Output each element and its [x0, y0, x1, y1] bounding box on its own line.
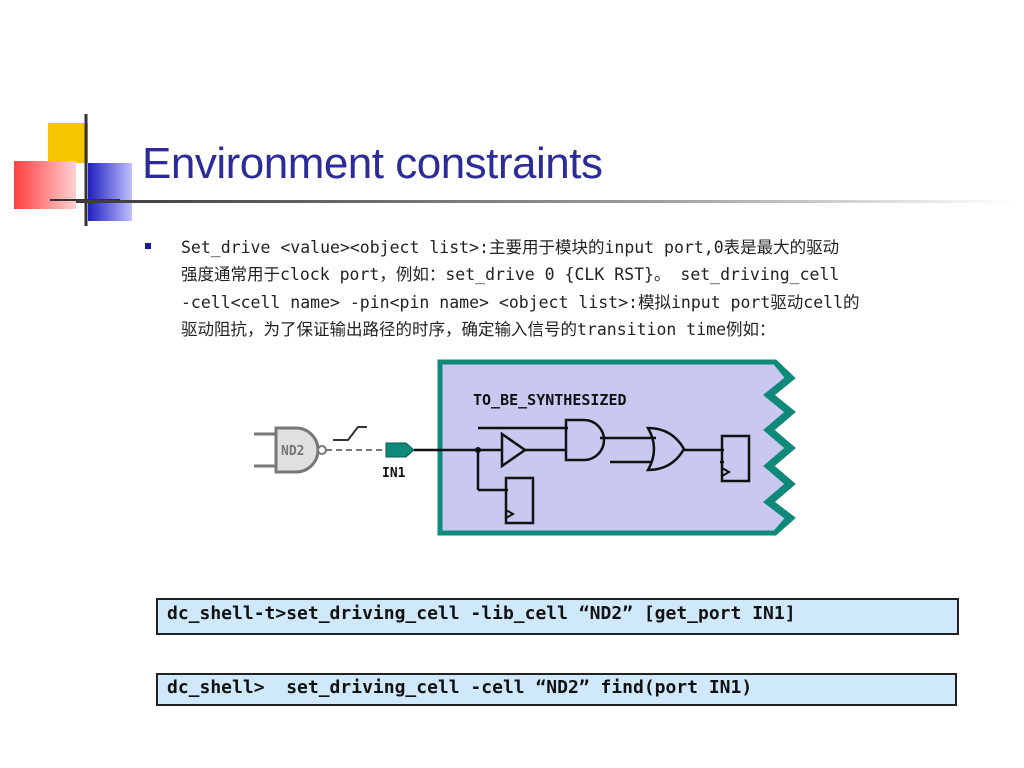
buffer-gate: [500, 431, 528, 469]
bullet-text: Set_drive <value><object list>:主要用于模块的in…: [181, 234, 996, 343]
or-gate: [645, 426, 686, 472]
flip-flop-lower: [504, 476, 535, 525]
nd2-bubble: [317, 445, 327, 455]
command-box-dc-shell-t: dc_shell-t>set_driving_cell -lib_cell “N…: [156, 598, 959, 635]
bullet-line: 强度通常用于clock port，例如：set_drive 0 {CLK RST…: [181, 265, 840, 285]
bullet-line: -cell<cell name> -pin<pin name> <object …: [181, 292, 860, 312]
page-title: Environment constraints: [142, 139, 603, 188]
blue-square: [88, 163, 132, 221]
wire-junction: [475, 447, 481, 453]
bullet-marker: [145, 243, 151, 249]
module-label: TO_BE_SYNTHESIZED: [473, 391, 627, 409]
nd2-label: ND2: [281, 444, 304, 459]
zigzag-edge: [767, 360, 796, 535]
in1-label: IN1: [382, 466, 406, 481]
yellow-square: [48, 123, 88, 163]
and-gate: [564, 418, 606, 462]
in1-port: [385, 442, 415, 458]
title-underline: [76, 200, 1016, 203]
bullet-line: 驱动阻抗，为了保证输出路径的时序，确定输入信号的transition time例…: [181, 319, 776, 339]
flip-flop-output: [720, 434, 751, 483]
module-box: [437, 359, 792, 536]
transition-waveform: [333, 426, 367, 441]
flip-flop-output-clock: [721, 467, 732, 477]
bullet-line: Set_drive <value><object list>:主要用于模块的in…: [181, 238, 840, 257]
command-box-dc-shell: dc_shell> set_driving_cell -cell “ND2” f…: [156, 673, 957, 706]
flip-flop-lower-clock: [505, 509, 516, 519]
